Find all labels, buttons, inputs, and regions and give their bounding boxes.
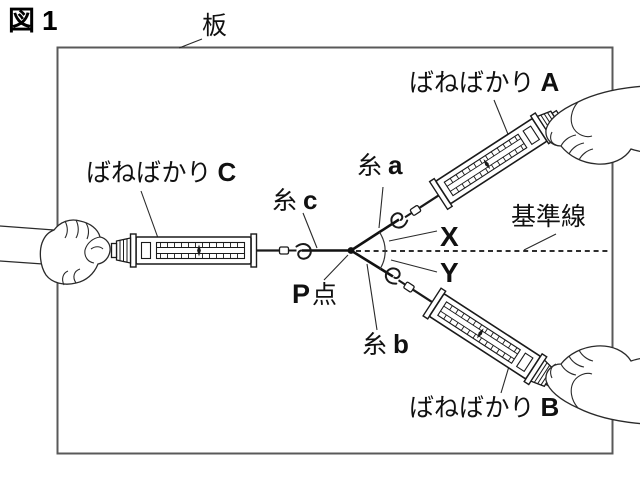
figure-title-number: 1 — [42, 5, 58, 36]
angle-x-leader-line — [388, 230, 438, 242]
string-c-leader-line — [302, 212, 318, 249]
angle-arc — [378, 231, 386, 271]
angle-x-label: X — [440, 221, 459, 252]
leader-lines — [140, 38, 557, 394]
angle-y-leader-line — [390, 259, 438, 273]
hand-b — [545, 345, 640, 425]
string-a — [350, 218, 400, 252]
spring-scale-c — [110, 232, 312, 269]
board-leader-line — [178, 38, 203, 49]
string-a-leader-line — [378, 186, 384, 229]
angle-y-label: Y — [440, 257, 459, 288]
hand-a — [545, 85, 640, 165]
p-point-dot — [347, 247, 355, 254]
reference-line-leader-line — [523, 233, 557, 251]
point-p-leader-line — [323, 254, 349, 281]
point-p-label: P点 — [292, 279, 338, 309]
spring-scale-b — [376, 257, 564, 396]
reference-line-label: 基準線 — [511, 202, 587, 231]
string-b-leader-line — [366, 263, 378, 331]
figure-title-prefix: 図 — [8, 6, 35, 37]
hand-c — [0, 219, 111, 286]
scale-c-leader-line — [140, 190, 159, 239]
board-label: 板 — [202, 11, 228, 40]
